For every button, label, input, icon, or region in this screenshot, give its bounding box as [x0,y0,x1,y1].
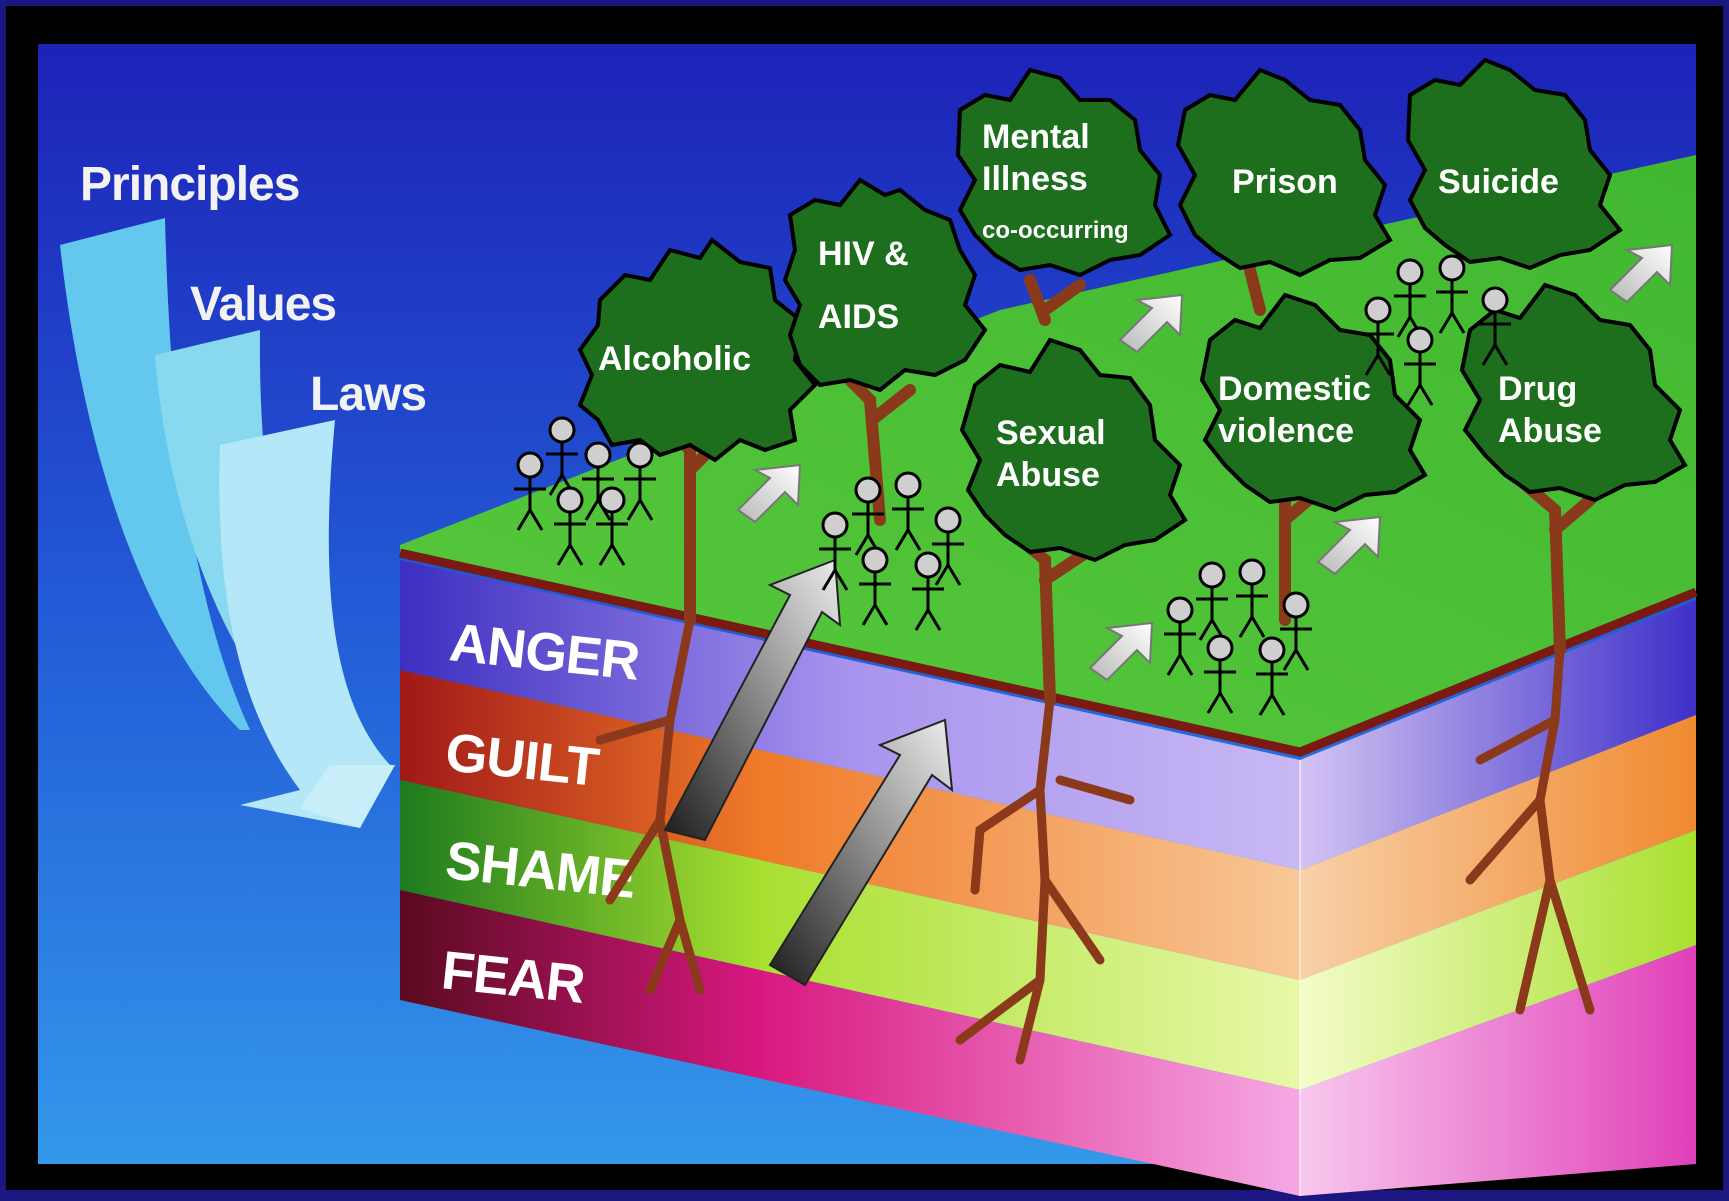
mental-label-line2: Illness [982,160,1088,198]
drug-label-line1: Drug [1498,370,1577,408]
sexual-label-line2: Abuse [996,456,1100,494]
domestic-label-line2: violence [1218,412,1354,450]
values-label: Values [190,278,336,331]
laws-label: Laws [310,368,426,421]
alcoholic-label: Alcoholic [598,340,751,378]
mental-label-line3: co-occurring [982,217,1129,244]
sexual-label-line1: Sexual [996,414,1106,452]
prison-label: Prison [1232,163,1338,201]
hiv-label-line2: AIDS [818,298,899,336]
domestic-label-line1: Domestic [1218,370,1371,408]
principles-label: Principles [80,158,299,211]
hiv-label-line1: HIV & [818,235,909,273]
suicide-label: Suicide [1438,163,1559,201]
mental-label-line1: Mental [982,118,1090,156]
drug-label-line2: Abuse [1498,412,1602,450]
